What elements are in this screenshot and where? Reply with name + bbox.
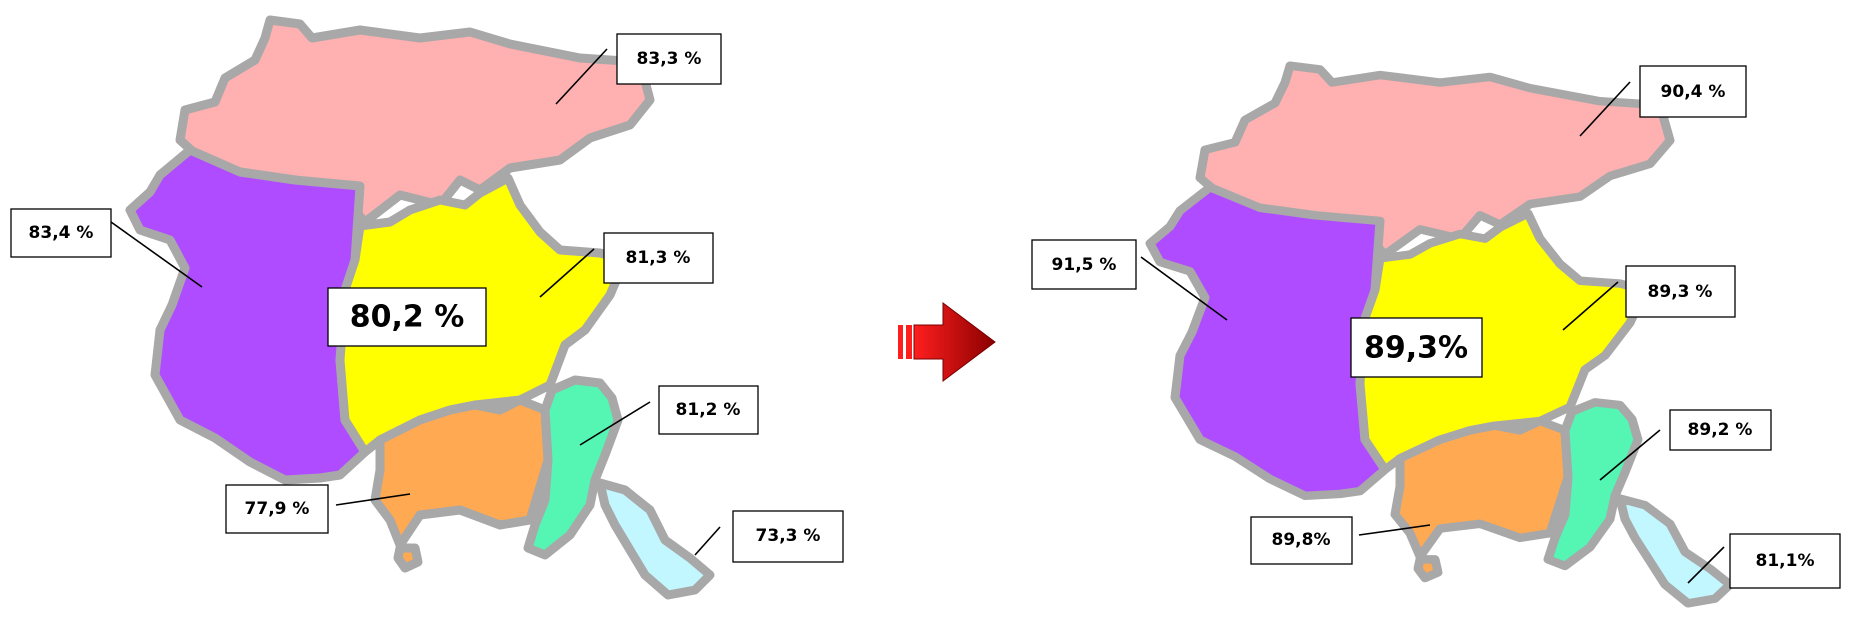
map-before: 83,3 % 83,4 % 81,3 % 80,2 % 81,2 % 77,9 … — [10, 20, 844, 595]
leader-line-south — [335, 493, 411, 506]
label-north-after: 90,4 % — [1639, 65, 1747, 118]
leader-line-east — [579, 401, 651, 446]
leader-line-center — [539, 248, 595, 298]
label-coast-after: 81,1% — [1729, 533, 1841, 589]
label-east-after: 89,2 % — [1669, 409, 1772, 451]
leader-lines-before — [110, 48, 721, 556]
label-west-after: 91,5 % — [1031, 239, 1137, 290]
label-overall: 80,2 % — [327, 287, 487, 347]
label-north: 83,3 % — [616, 33, 722, 85]
label-overall-after: 89,3% — [1350, 317, 1483, 378]
label-south: 77,9 % — [225, 484, 329, 534]
leader-line-south-after — [1358, 524, 1431, 536]
map-after: 90,4 % 91,5 % 89,3 % 89,3% 89,2 % 89,8% … — [1031, 65, 1841, 604]
leader-line-west-after — [1140, 256, 1228, 321]
leader-lines-after — [1140, 81, 1725, 584]
label-west-text: 83,4 % — [29, 223, 94, 243]
leader-line-east-after — [1599, 429, 1661, 481]
label-center-after: 89,3 % — [1625, 265, 1736, 318]
label-overall-after-text: 89,3% — [1364, 331, 1468, 366]
label-south-text: 77,9 % — [245, 499, 310, 519]
label-east-after-text: 89,2 % — [1688, 420, 1753, 440]
label-west-after-text: 91,5 % — [1052, 255, 1117, 275]
label-east: 81,2 % — [658, 385, 759, 435]
label-center: 81,3 % — [603, 232, 714, 284]
label-coast-after-text: 81,1% — [1756, 551, 1815, 571]
leader-line-coast-after — [1687, 546, 1725, 584]
right-arrow-icon — [898, 302, 996, 382]
label-south-after: 89,8% — [1250, 516, 1353, 565]
label-south-after-text: 89,8% — [1272, 530, 1331, 550]
leader-line-center-after — [1562, 281, 1619, 331]
label-center-after-text: 89,3 % — [1648, 282, 1713, 302]
label-center-text: 81,3 % — [626, 248, 691, 268]
leader-line-west — [110, 221, 203, 288]
label-coast: 73,3 % — [732, 510, 844, 563]
label-west: 83,4 % — [10, 208, 112, 258]
label-north-text: 83,3 % — [637, 49, 702, 69]
leader-line-north-after — [1579, 81, 1631, 137]
label-overall-text: 80,2 % — [350, 300, 465, 335]
label-east-text: 81,2 % — [676, 400, 741, 420]
label-north-after-text: 90,4 % — [1661, 82, 1726, 102]
leader-line-north — [555, 48, 608, 105]
label-coast-text: 73,3 % — [756, 526, 821, 546]
leader-line-coast — [694, 526, 721, 556]
